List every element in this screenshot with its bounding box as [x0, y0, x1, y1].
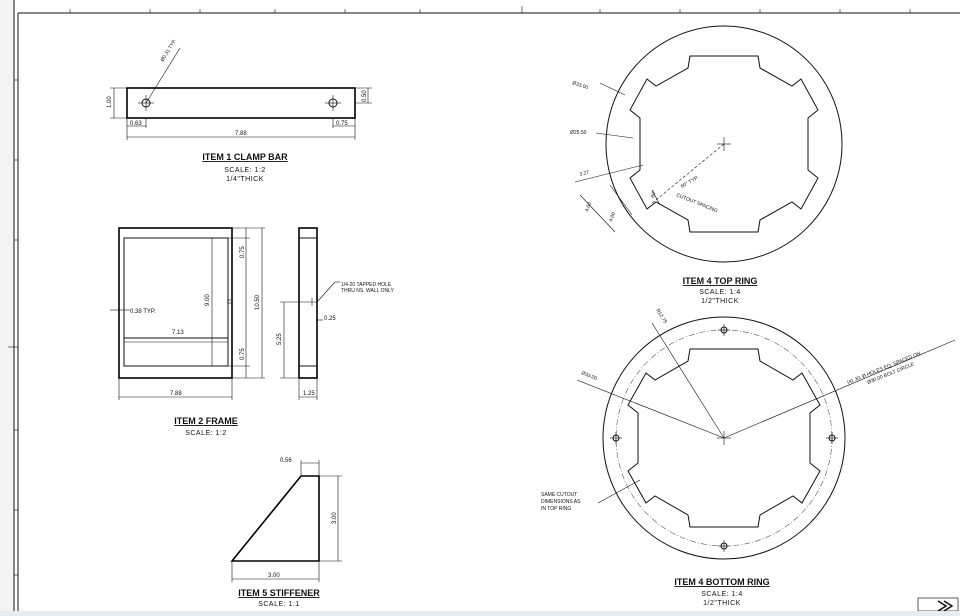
- item4bot-thickness: 1/2"THICK: [703, 600, 741, 607]
- clamp-bar-right-hole-dim: 0.75: [336, 121, 348, 127]
- bottom-ring-note-1: SAME CUTOUT: [541, 492, 577, 498]
- frame-inner-h-dim: 9.00: [205, 294, 211, 306]
- frame-top-offset-dim: 0.75: [240, 246, 246, 258]
- item2-frame: 0.75 0.75 9.00 10.50 0.38 TYP. 7.13 7.88…: [110, 227, 395, 437]
- left-margin: [0, 0, 14, 611]
- item2-title: ITEM 2 FRAME: [174, 416, 238, 426]
- item2-scale: SCALE: 1:2: [185, 430, 227, 437]
- bottom-ring-note-2: DIMENSIONS AS: [541, 499, 581, 505]
- top-ring-d1: 3.27: [579, 170, 590, 178]
- item1-title: ITEM 1 CLAMP BAR: [202, 152, 288, 162]
- top-ring-id-dim: Ø25.50: [570, 130, 587, 136]
- item1-scale: SCALE: 1:2: [224, 167, 266, 174]
- bottom-ring-note-3: IN TOP RING: [541, 506, 571, 512]
- clamp-bar-height-dim: 1.00: [107, 96, 113, 108]
- item1-thickness: 1/4"THICK: [226, 176, 264, 183]
- top-ring-od-dim: Ø33.00: [571, 80, 589, 91]
- item4top-scale: SCALE: 1:4: [699, 289, 741, 296]
- clamp-bar-length-dim: 7.88: [235, 131, 247, 137]
- frame-inner: [123, 237, 229, 367]
- frame-inner-w-dim: 7.13: [172, 330, 184, 336]
- item4top-thickness: 1/2"THICK: [701, 298, 739, 305]
- item4bot-scale: SCALE: 1:4: [701, 591, 743, 598]
- item5-title: ITEM 5 STIFFENER: [238, 588, 320, 598]
- frame-side-w-dim: 1.25: [303, 391, 315, 397]
- frame-outer: [118, 227, 233, 379]
- stiffener-height-dim: 3.00: [332, 512, 338, 524]
- clamp-bar-left-hole-dim: 0.63: [130, 121, 142, 127]
- frame-bot-offset-dim: 0.75: [240, 348, 246, 360]
- corner-arrow-icon[interactable]: [917, 597, 959, 612]
- frame-side-h-dim: 5.25: [277, 333, 283, 345]
- frame-side-view: [298, 227, 318, 379]
- stiffener-top-dim: 0.56: [280, 458, 292, 464]
- item1-clamp-bar: Ø0.31 TYP. 1.00 0.50 0.63 0.75 7.88 ITEM…: [107, 38, 372, 183]
- frame-tap-note-2: THRU NS. WALL ONLY: [341, 288, 395, 294]
- item4top-title: ITEM 4 TOP RING: [683, 276, 758, 286]
- item4bot-title: ITEM 4 BOTTOM RING: [674, 577, 769, 587]
- frame-left-typ-dim: 0.38 TYP.: [130, 309, 156, 315]
- top-ring-d2: 4.00: [584, 201, 593, 212]
- left-ruler-ticks: [8, 79, 18, 576]
- top-ring-d3: 4.00: [608, 211, 617, 222]
- item5-stiffener: 0.56 3.00 3.00 ITEM 5 STIFFENER SCALE: 1…: [230, 458, 342, 608]
- top-ruler-ticks: [69, 6, 911, 13]
- frame-side-off-dim: 0.25: [324, 316, 336, 322]
- item5-scale: SCALE: 1:1: [258, 601, 300, 608]
- clamp-bar-hole-v-dim: 0.50: [362, 90, 368, 102]
- top-ring-angle: 60°: [650, 190, 658, 199]
- stiffener-width-dim: 3.00: [268, 573, 280, 579]
- frame-tap-note-1: 1/4-20 TAPPED HOLE: [341, 282, 392, 288]
- bottom-ring-od-dim: Ø33.00: [580, 370, 598, 382]
- bottom-ring-outer: [602, 316, 846, 560]
- top-ring-outer: [605, 25, 843, 263]
- top-ring-inner-cutout: [629, 55, 819, 233]
- frame-overall-w-dim: 7.88: [170, 391, 182, 397]
- bottom-ring-inner-cutout: [627, 348, 821, 528]
- frame-overall-h-dim: 10.50: [255, 294, 261, 310]
